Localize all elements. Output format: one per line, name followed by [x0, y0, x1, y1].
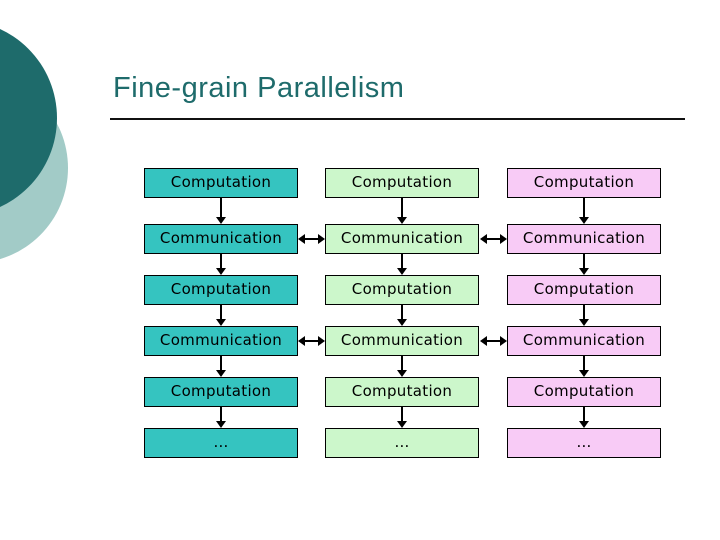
down-arrow-icon [216, 198, 226, 224]
box-communication: Communication [507, 326, 661, 356]
box-communication: Communication [144, 224, 298, 254]
down-arrow-icon [397, 198, 407, 224]
double-arrow-icon [298, 234, 325, 244]
down-arrow-icon [216, 356, 226, 377]
down-arrow-icon [579, 198, 589, 224]
down-arrow-icon [397, 407, 407, 428]
down-arrow-icon [216, 305, 226, 326]
slide-title: Fine-grain Parallelism [113, 72, 405, 104]
box-computation: Computation [144, 377, 298, 407]
double-arrow-icon [480, 234, 507, 244]
box-ellipsis: … [325, 428, 479, 458]
box-communication: Communication [507, 224, 661, 254]
box-computation: Computation [325, 275, 479, 305]
down-arrow-icon [579, 407, 589, 428]
double-arrow-icon [480, 336, 507, 346]
down-arrow-icon [397, 356, 407, 377]
box-computation: Computation [144, 275, 298, 305]
double-arrow-icon [298, 336, 325, 346]
box-communication: Communication [325, 326, 479, 356]
down-arrow-icon [579, 254, 589, 275]
down-arrow-icon [397, 254, 407, 275]
down-arrow-icon [216, 407, 226, 428]
box-computation: Computation [325, 168, 479, 198]
box-computation: Computation [507, 377, 661, 407]
box-communication: Communication [325, 224, 479, 254]
box-computation: Computation [507, 168, 661, 198]
box-computation: Computation [507, 275, 661, 305]
title-underline [110, 118, 685, 120]
box-ellipsis: … [144, 428, 298, 458]
down-arrow-icon [579, 356, 589, 377]
down-arrow-icon [579, 305, 589, 326]
down-arrow-icon [216, 254, 226, 275]
down-arrow-icon [397, 305, 407, 326]
box-computation: Computation [325, 377, 479, 407]
box-computation: Computation [144, 168, 298, 198]
box-ellipsis: … [507, 428, 661, 458]
box-communication: Communication [144, 326, 298, 356]
